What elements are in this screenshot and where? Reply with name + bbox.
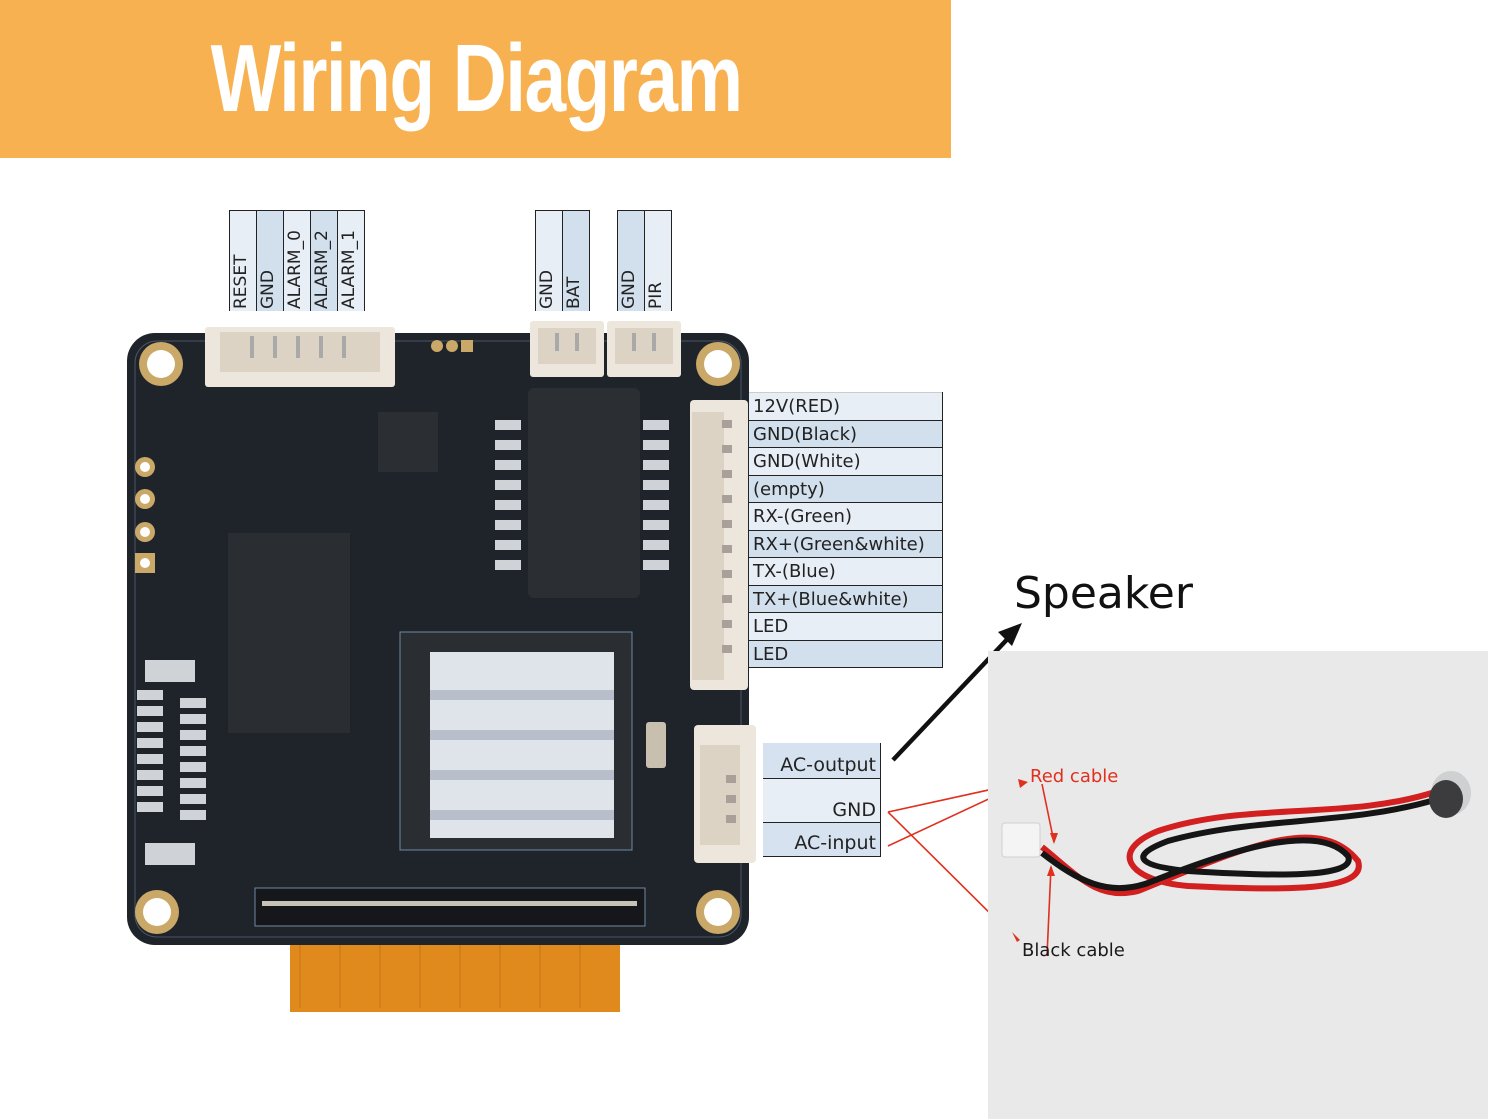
ribbon-cable-stripes [299, 945, 581, 1008]
side-pads [135, 340, 473, 573]
pin-label: PIR [646, 281, 666, 309]
pin-row: AC-output [763, 743, 880, 779]
pin-row: 12V(RED) [749, 392, 942, 421]
black-label-arrow-head [1012, 932, 1020, 942]
pin-label: ALARM_0 [285, 230, 305, 309]
pin-label-cell: GND [617, 211, 644, 311]
mic-plug [1001, 822, 1041, 858]
pin-label: ALARM_1 [339, 230, 359, 309]
mounting-holes [135, 342, 740, 934]
alarm-pin-table: RESET GND ALARM_0 ALARM_2 ALARM_1 [229, 210, 365, 311]
pin-row: LED [749, 613, 942, 641]
red-label-arrow-head [1018, 779, 1028, 788]
pin-row: AC-input [763, 823, 880, 857]
audio-connector [694, 725, 756, 863]
ribbon-cable [290, 940, 620, 1012]
pin-label-cell: BAT [562, 211, 589, 311]
red-wire [1040, 788, 1439, 897]
pin-label-cell: GND [256, 211, 283, 311]
pin-row: TX+(Blue&white) [749, 585, 942, 613]
transformer-pads [495, 420, 669, 570]
red-cable-arrow-head [1050, 833, 1058, 844]
heatsink [430, 652, 614, 838]
title-banner [0, 0, 951, 158]
crystal [646, 722, 666, 768]
battery-connector [530, 321, 604, 377]
pin-label-cell: GND [535, 211, 562, 311]
network-transformer [528, 388, 640, 598]
pin-row: TX-(Blue) [749, 558, 942, 586]
black-cable-label: Black cable [1022, 940, 1125, 961]
fpc-connector [254, 887, 646, 927]
pin-label-cell: ALARM_0 [283, 211, 310, 311]
pin-label-cell: PIR [644, 211, 671, 311]
qfn-chip [378, 412, 438, 472]
black-cable-arrow-head [1047, 865, 1055, 876]
network-pin-table: 12V(RED) GND(Black) GND(White) (empty) R… [749, 392, 943, 668]
microphone-illustration [1001, 771, 1471, 957]
audio-pin-table: AC-output GND AC-input [763, 743, 881, 857]
pir-connector [607, 321, 681, 377]
pin-row: GND(White) [749, 448, 942, 476]
pin-label: BAT [564, 276, 584, 309]
page-title: Wiring Diagram [210, 25, 743, 132]
pin-label: GND [619, 270, 639, 309]
speaker-label: Speaker [1014, 568, 1193, 619]
speaker-arrow-head [998, 623, 1022, 646]
black-wire [1040, 796, 1439, 892]
left-pad-array [137, 660, 206, 865]
pin-row: LED [749, 640, 942, 668]
network-connector [690, 400, 748, 690]
pir-pin-table: GND PIR [617, 210, 672, 311]
pin-row: GND(Black) [749, 420, 942, 448]
battery-pin-table: GND BAT [535, 210, 590, 311]
memory-chip [228, 533, 350, 733]
pin-row: GND [763, 779, 880, 823]
pin-label-cell: RESET [229, 211, 256, 311]
pin-label: ALARM_2 [312, 230, 332, 309]
alarm-connector [205, 327, 395, 387]
red-cable-label: Red cable [1030, 766, 1119, 787]
cable-annotation-arrows [1041, 783, 1055, 957]
pin-label-cell: ALARM_1 [337, 211, 364, 311]
pin-label: GND [537, 270, 557, 309]
pin-label-cell: ALARM_2 [310, 211, 337, 311]
pin-row: RX+(Green&white) [749, 530, 942, 558]
pin-row: (empty) [749, 475, 942, 503]
pin-label: RESET [231, 254, 251, 309]
pin-row: RX-(Green) [749, 503, 942, 531]
pin-label: GND [258, 270, 278, 309]
